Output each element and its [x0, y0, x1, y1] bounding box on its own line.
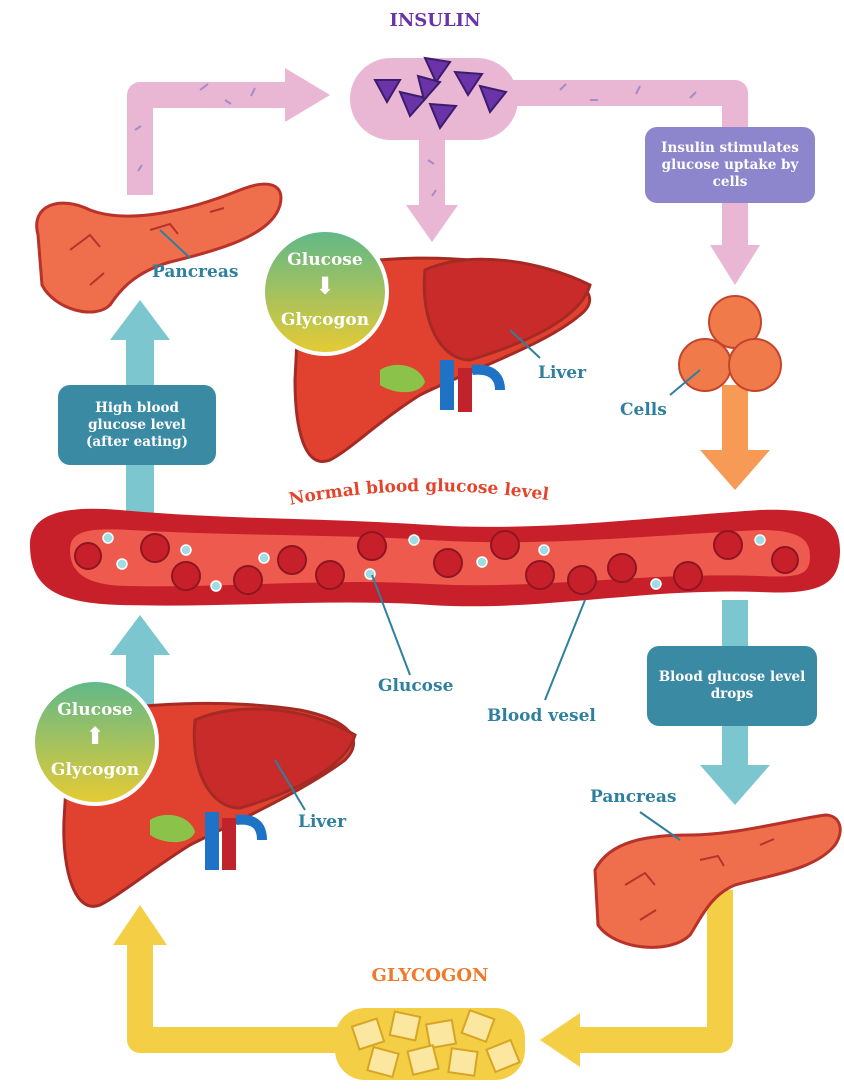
- level-drops-box: Blood glucose level drops: [647, 646, 817, 726]
- insulin-molecules: [350, 58, 518, 140]
- circle-bottom-glycogon: Glycogon: [30, 760, 160, 780]
- up-arrow-icon: ⬆: [30, 724, 160, 748]
- cells-illustration: [679, 296, 781, 391]
- circle-top-glycogon: Glycogon: [260, 310, 390, 330]
- blood-vessel-label: Blood vesel: [487, 706, 596, 726]
- vessel-title: Normal blood glucose level: [287, 476, 550, 510]
- glucose-label: Glucose: [378, 676, 453, 696]
- down-arrow-icon: ⬇: [260, 274, 390, 298]
- pancreas-top-label: Pancreas: [152, 262, 238, 282]
- cells-label: Cells: [620, 400, 667, 420]
- insulin-title: INSULIN: [365, 10, 505, 31]
- liver-top-label: Liver: [538, 363, 586, 383]
- high-blood-glucose-box: High blood glucose level (after eating): [58, 385, 216, 465]
- cells-arrow: [700, 385, 770, 490]
- pancreas-bottom-label: Pancreas: [590, 787, 676, 807]
- insulin-stimulates-box: Insulin stimulates glucose uptake by cel…: [645, 127, 815, 203]
- circle-top-glucose: Glucose: [260, 250, 390, 270]
- liver-bottom-label: Liver: [298, 812, 346, 832]
- circle-bottom-glucose: Glucose: [30, 700, 160, 720]
- glycogon-title: GLYCOGON: [355, 965, 505, 986]
- pancreas-top-illustration: [37, 184, 281, 312]
- high-glucose-arrows: [110, 300, 170, 710]
